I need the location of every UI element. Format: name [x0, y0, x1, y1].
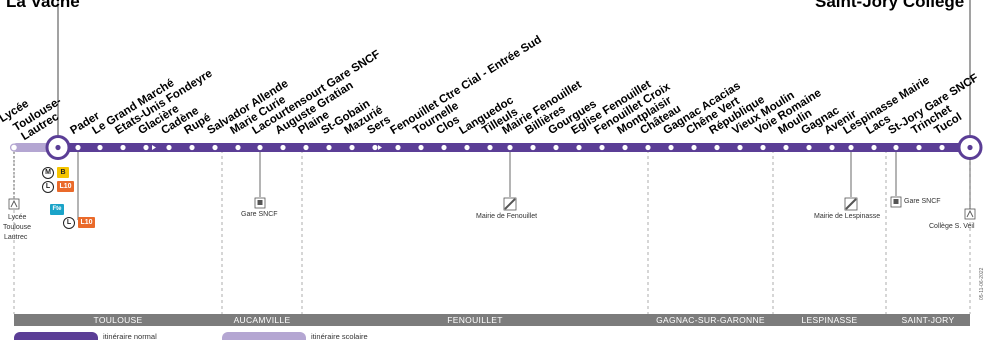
legend-normal-swatch: [14, 332, 98, 340]
town-hall-icon-fenouillet: [503, 197, 517, 211]
town-hall-icon-lespinasse: [844, 197, 858, 211]
stop-dot[interactable]: [349, 144, 355, 151]
stop-dot[interactable]: [280, 144, 286, 151]
caption-gare-sncf-2: Gare SNCF: [904, 198, 941, 205]
terminus-right-label: Saint-Jory Collège: [815, 0, 965, 11]
stop-dot[interactable]: [576, 144, 582, 151]
stop-dot[interactable]: [326, 144, 332, 151]
stop-dot[interactable]: [120, 144, 126, 151]
stop-dot[interactable]: [75, 144, 81, 151]
stop-dot[interactable]: [622, 144, 628, 151]
commune-separators: [13, 150, 971, 314]
stop-dot[interactable]: [893, 144, 899, 151]
stop-dot[interactable]: [189, 144, 195, 151]
stop-dot[interactable]: [530, 144, 536, 151]
stop-dot[interactable]: [372, 144, 378, 151]
caption-mairie-fenouillet: Mairie de Fenouillet: [476, 213, 538, 220]
stop-dot[interactable]: [939, 144, 945, 151]
lineo-icon-2: L: [63, 217, 75, 229]
stop-dot[interactable]: [871, 144, 877, 151]
legend-school-swatch: [222, 332, 306, 340]
stop-dot[interactable]: [395, 144, 401, 151]
stop-dot[interactable]: [418, 144, 424, 151]
stop-dot[interactable]: [691, 144, 697, 151]
caption-lycee-1: Lycée: [8, 214, 27, 221]
commune-gagnac: GAGNAC-SUR-GARONNE: [656, 315, 765, 325]
lineo-l10-badge[interactable]: L10: [57, 181, 74, 192]
stop-dot[interactable]: [235, 144, 241, 151]
terminus-left-label: La Vache: [6, 0, 80, 11]
stop-dot[interactable]: [553, 144, 559, 151]
lineo-l10-badge-2[interactable]: L10: [78, 217, 95, 228]
stop-dot[interactable]: [257, 144, 263, 151]
stop-dot[interactable]: [464, 144, 470, 151]
stop-dot[interactable]: [645, 144, 651, 151]
metro-icon: M: [42, 167, 54, 179]
train-icon-stjory: [890, 196, 902, 208]
arrow-glaciere: [152, 145, 156, 150]
caption-lycee-2: Toulouse: [3, 224, 32, 231]
stop-dot[interactable]: [806, 144, 812, 151]
side-date: 05-11-06-2022: [979, 267, 985, 300]
metro-line-b-badge[interactable]: B: [57, 167, 69, 178]
stop-dot[interactable]: [487, 144, 493, 151]
school-icon-college: [964, 208, 976, 220]
commune-saint-jory: SAINT-JORY: [901, 315, 955, 325]
stop-dot[interactable]: [783, 144, 789, 151]
tram-badge[interactable]: Fte: [50, 204, 64, 215]
commune-fenouillet: FENOUILLET: [447, 315, 503, 325]
school-icon-lycee: [8, 198, 20, 210]
caption-gare-sncf-1: Gare SNCF: [241, 211, 278, 218]
terminus-left-dot: [55, 144, 61, 151]
main-route-line: [56, 143, 970, 152]
commune-toulouse: TOULOUSE: [93, 315, 143, 325]
stop-dot[interactable]: [848, 144, 854, 151]
caption-lycee-3: Lautrec: [4, 234, 28, 241]
stop-dot[interactable]: [303, 144, 309, 151]
stop-dot[interactable]: [441, 144, 447, 151]
stop-dot[interactable]: [166, 144, 172, 151]
legend-normal-label: itinéraire normal: [103, 332, 157, 341]
stop-dot[interactable]: [829, 144, 835, 151]
lineo-icon: L: [42, 181, 54, 193]
stop-dot[interactable]: [916, 144, 922, 151]
train-icon: [254, 197, 266, 209]
commune-lespinasse: LESPINASSE: [801, 315, 858, 325]
commune-aucamville: AUCAMVILLE: [233, 315, 291, 325]
commune-bar: [14, 314, 970, 326]
stop-dot[interactable]: [507, 144, 513, 151]
caption-college: Collège S. Veil: [929, 223, 975, 230]
stop-dot[interactable]: [143, 144, 149, 151]
stop-dot[interactable]: [760, 144, 766, 151]
stop-dot[interactable]: [714, 144, 720, 151]
stop-dot[interactable]: [599, 144, 605, 151]
school-start-dot[interactable]: [9, 143, 19, 152]
stop-dot[interactable]: [97, 144, 103, 151]
stop-dot[interactable]: [737, 144, 743, 151]
legend-school-label: itinéraire scolaire: [311, 332, 368, 341]
arrow-sers: [378, 145, 382, 150]
stop-dot[interactable]: [212, 144, 218, 151]
stop-dot[interactable]: [668, 144, 674, 151]
caption-mairie-lespinasse: Mairie de Lespinasse: [814, 213, 881, 220]
terminus-right-dot: [967, 144, 973, 151]
